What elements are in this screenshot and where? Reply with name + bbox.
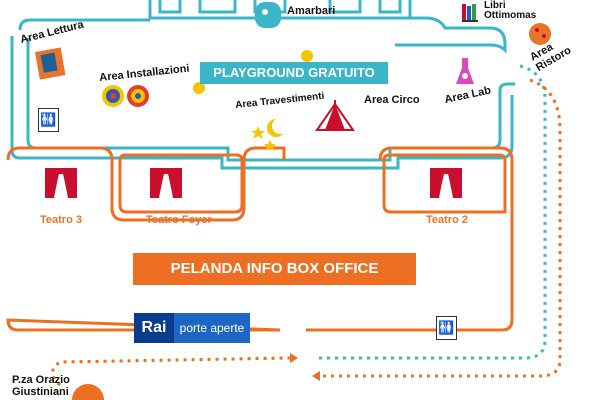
banner-playground: PLAYGROUND GRATUITO: [200, 62, 388, 84]
label-ottimomas: Ottimomas: [484, 10, 537, 21]
theater-outline: [6, 146, 514, 332]
label-libri: Libri: [484, 0, 506, 11]
path-orange-left: [51, 356, 291, 387]
porte-aperte-logo: porte aperte: [174, 313, 250, 343]
path-orange-right: [318, 78, 562, 378]
balloon-icon: [193, 82, 205, 94]
curtain-icon: [430, 168, 462, 198]
theater-right-inner: [382, 153, 507, 214]
label-piazza: P.za Orazio Giustiniani: [12, 374, 70, 398]
book-icon: [35, 47, 66, 80]
label-teatro-foyer: Teatro Foyer: [146, 214, 212, 226]
target-icon: [102, 85, 149, 107]
banner-infobox: PELANDA INFO BOX OFFICE: [133, 253, 416, 285]
restroom-icon: 🚻: [38, 108, 59, 132]
arrow-right: [290, 353, 298, 363]
moon-stars-icon: [251, 118, 288, 151]
tent-icon: [315, 100, 355, 131]
label-teatro-2: Teatro 2: [426, 214, 468, 226]
rai-logo: Rai: [134, 313, 174, 343]
playground-outline-main: [18, 18, 515, 162]
balloon-icon: [301, 50, 313, 62]
head-icon: [255, 2, 281, 28]
label-amarbari: Amarbari: [287, 5, 336, 17]
theater-inner-outline: [118, 153, 244, 214]
label-area-circo: Area Circo: [364, 94, 420, 106]
curtain-icon: [150, 168, 182, 198]
restroom-icon: 🚻: [436, 316, 457, 340]
location-dot: [72, 384, 104, 400]
arrow-left: [312, 371, 320, 381]
curtain-icon: [45, 168, 77, 198]
books-icon: [462, 4, 478, 22]
pizza-icon: [529, 23, 551, 45]
flask-icon: [456, 58, 474, 84]
label-teatro-3: Teatro 3: [40, 214, 82, 226]
